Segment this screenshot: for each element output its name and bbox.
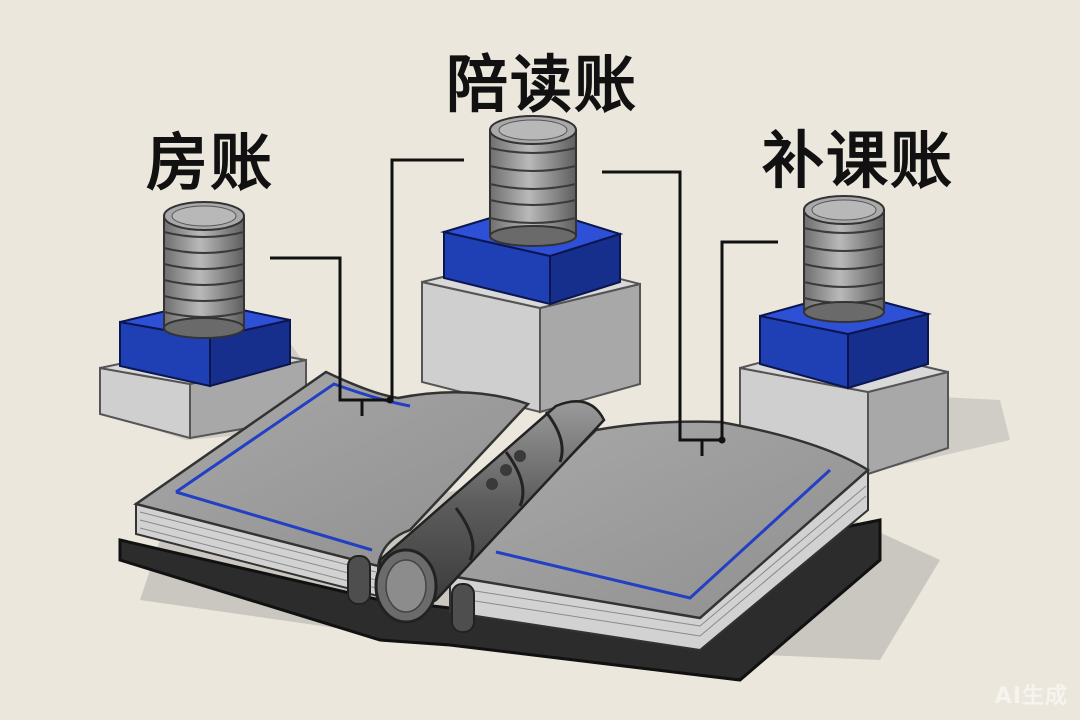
pedestal-left	[99, 201, 307, 440]
label-housing-account: 房账	[146, 126, 275, 199]
blue-block-left	[119, 300, 291, 388]
book-spine-hinge	[374, 400, 606, 624]
coin-stack-right	[803, 195, 885, 323]
pedestal-center	[421, 115, 641, 414]
leader-lines	[270, 158, 778, 456]
label-tutoring-account: 补课账	[762, 124, 955, 197]
leader-line-left	[270, 256, 390, 402]
leader-line-center	[390, 158, 464, 400]
label-accompany-study-account: 陪读账	[446, 48, 639, 121]
concrete-book	[118, 370, 940, 682]
ai-generated-watermark: AI生成	[994, 684, 1068, 709]
pedestal-right	[739, 195, 1010, 476]
leader-line-right-b	[720, 240, 778, 440]
coin-stack-left	[163, 201, 245, 339]
coin-stack-center	[489, 115, 577, 247]
blue-block-right	[759, 290, 932, 390]
